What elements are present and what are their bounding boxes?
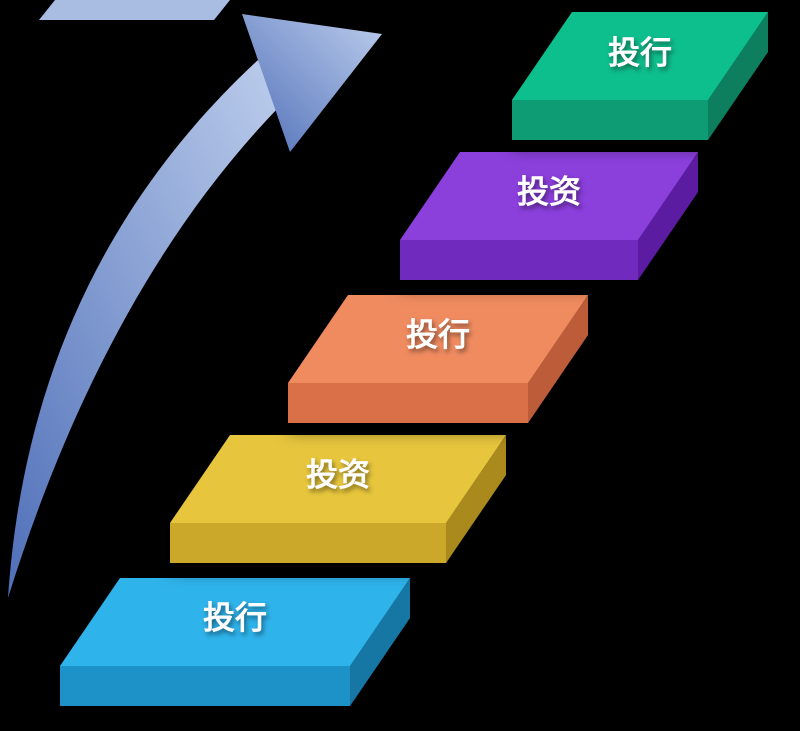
step-3-top-face [288,295,588,383]
step-4-side-face [638,152,698,280]
arrow-head [242,14,382,152]
step-4-front-face [400,240,638,280]
step-4-top-face [400,152,698,240]
step-1-label: 投行 [203,599,267,635]
step-4-label: 投资 [517,173,581,209]
step-2-front-face [170,523,446,563]
step-1-top-face [60,578,410,666]
growth-arrow [8,14,382,598]
step-3-side-face [528,295,588,423]
step-2-side-face [446,435,506,563]
step-1-front-face [60,666,350,706]
step-3-label: 投行 [406,316,470,352]
arrow-swoosh [8,60,280,598]
step-1-side-face [350,578,410,706]
step-2-label: 投资 [306,456,370,492]
step-5-front-face [512,100,708,140]
step-2-top-face [170,435,506,523]
step-1: 投行 [60,578,410,706]
step-2: 投资 [170,435,506,563]
step-5-label: 投行 [608,34,672,70]
step-5: 投行 [512,12,768,140]
step-3: 投行 [288,295,588,423]
step-3-front-face [288,383,528,423]
banner-shape [39,0,230,20]
step-4: 投资 [400,152,698,280]
step-5-top-face [512,12,768,100]
step-5-side-face [708,12,768,140]
